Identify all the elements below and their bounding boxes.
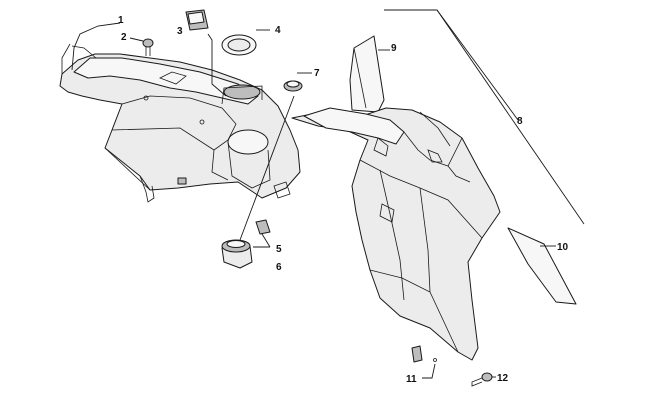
bolt-part (471, 372, 493, 387)
callout-10: 10 (557, 242, 569, 253)
console-panel (59, 43, 301, 203)
callout-6: 6 (276, 262, 282, 273)
switch-part (185, 9, 209, 31)
callout-2: 2 (121, 32, 127, 43)
gasket-ring-part (221, 34, 257, 56)
callout-9: 9 (391, 43, 397, 54)
callout-7: 7 (314, 68, 320, 79)
side-body-panel (291, 107, 501, 361)
callout-3: 3 (177, 26, 183, 37)
flat-plate (507, 227, 577, 305)
clip-nut-part (411, 345, 437, 363)
leader-lines (71, 9, 585, 379)
callout-11: 11 (406, 374, 417, 385)
callout-12: 12 (497, 373, 509, 384)
callout-1: 1 (118, 15, 124, 26)
socket-part (221, 239, 253, 269)
callout-5: 5 (276, 244, 282, 255)
callout-labels: 1 2 3 4 5 6 7 8 9 10 11 12 (118, 15, 569, 385)
ring-part (283, 80, 303, 92)
screw-part (142, 38, 154, 56)
fin-panel (349, 35, 385, 113)
callout-8: 8 (517, 116, 523, 127)
clip-part (255, 219, 271, 235)
callout-4: 4 (275, 25, 281, 36)
